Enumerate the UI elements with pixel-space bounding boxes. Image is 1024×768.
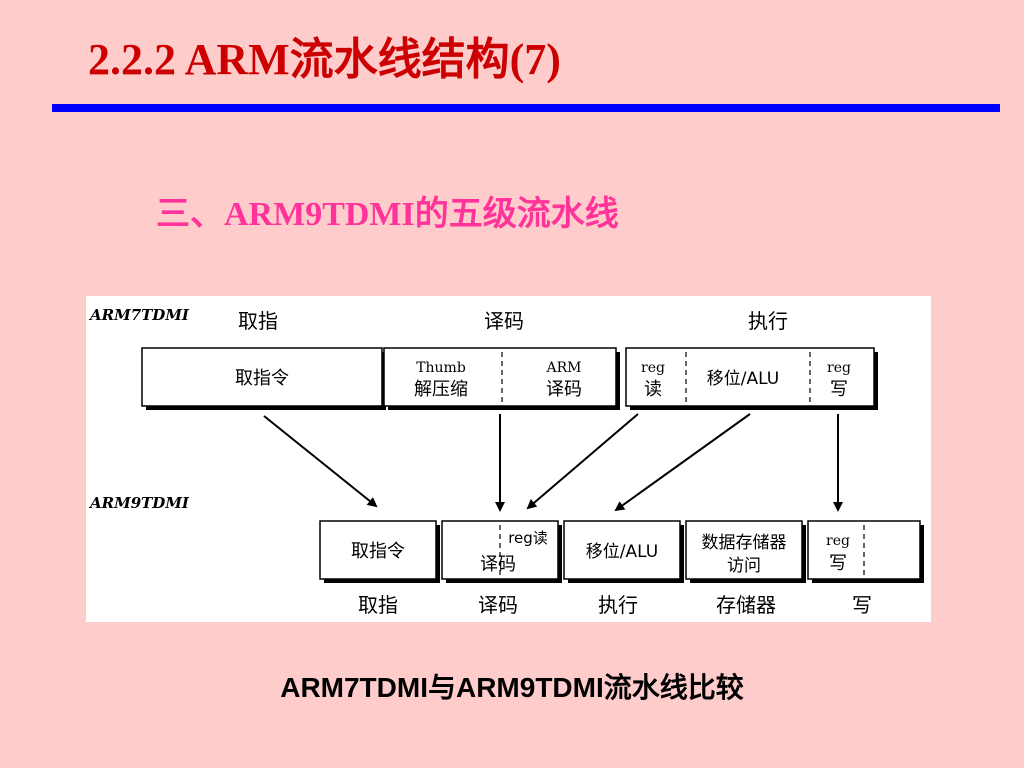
arm9-alu-box [563, 520, 681, 580]
arm9-mem-line2: 访问 [727, 556, 761, 576]
arm9-decode-box [441, 520, 559, 580]
arm9-write-box [807, 520, 921, 580]
arm7-fetch-label: 取指令 [235, 368, 289, 389]
arm9-label: ARM9TDMI [88, 494, 190, 512]
arm7-shift-alu: 移位/ALU [707, 369, 779, 389]
arm9-stage-execute: 执行 [598, 593, 638, 617]
arm9-fetch-label: 取指令 [351, 541, 405, 562]
arrow-regread [526, 413, 639, 510]
arrow-alu [614, 413, 751, 512]
arm7-stage-fetch: 取指 [238, 309, 278, 333]
title-rule [52, 104, 1000, 112]
arm7-decode-box [383, 347, 617, 407]
arm7-arm-line2: 译码 [546, 379, 582, 400]
arm9-shift-alu: 移位/ALU [586, 542, 658, 562]
slide-subtitle: 三、ARM9TDMI的五级流水线 [156, 196, 619, 233]
slide-title: 2.2.2 ARM流水线结构(7) [88, 35, 561, 84]
arm7-thumb-line2: 解压缩 [414, 379, 468, 400]
arm7-label: ARM7TDMI [88, 306, 190, 324]
pipeline-diagram-svg: ARM7TDMI 取指 译码 执行 取指令 Thumb 解压缩 ARM 译码 r… [88, 306, 924, 617]
arm9-stage-decode: 译码 [478, 593, 518, 617]
arm9-fetch-box [319, 520, 437, 580]
arm9-decode: 译码 [480, 554, 516, 575]
arm7-regread-line1: reg [641, 360, 665, 376]
arm7-regread-line2: 读 [644, 379, 662, 400]
pipeline-diagram: ARM7TDMI 取指 译码 执行 取指令 Thumb 解压缩 ARM 译码 r… [86, 296, 931, 622]
arm9-stage-fetch: 取指 [358, 593, 398, 617]
arm9-mem-line1: 数据存储器 [702, 533, 787, 553]
arm9-stage-write: 写 [852, 593, 872, 617]
arm7-execute-box [625, 347, 875, 407]
arm7-stage-execute: 执行 [748, 309, 788, 333]
arm7-arm-line1: ARM [546, 360, 582, 376]
arm9-regwrite-line1: reg [826, 533, 850, 549]
arm7-stage-decode: 译码 [484, 309, 524, 333]
arm9-regwrite-line2: 写 [829, 553, 847, 574]
arm7-thumb-line1: Thumb [416, 360, 466, 376]
arm9-regread: reg读 [508, 529, 548, 547]
arm9-stage-memory: 存储器 [716, 593, 776, 617]
arm9-mem-box [685, 520, 803, 580]
arm7-regwrite-line2: 写 [830, 379, 848, 400]
arrow-fetch [263, 415, 378, 508]
arm7-fetch-box [141, 347, 383, 407]
arm7-regwrite-line1: reg [827, 360, 851, 376]
diagram-caption: ARM7TDMI与ARM9TDMI流水线比较 [280, 672, 744, 703]
